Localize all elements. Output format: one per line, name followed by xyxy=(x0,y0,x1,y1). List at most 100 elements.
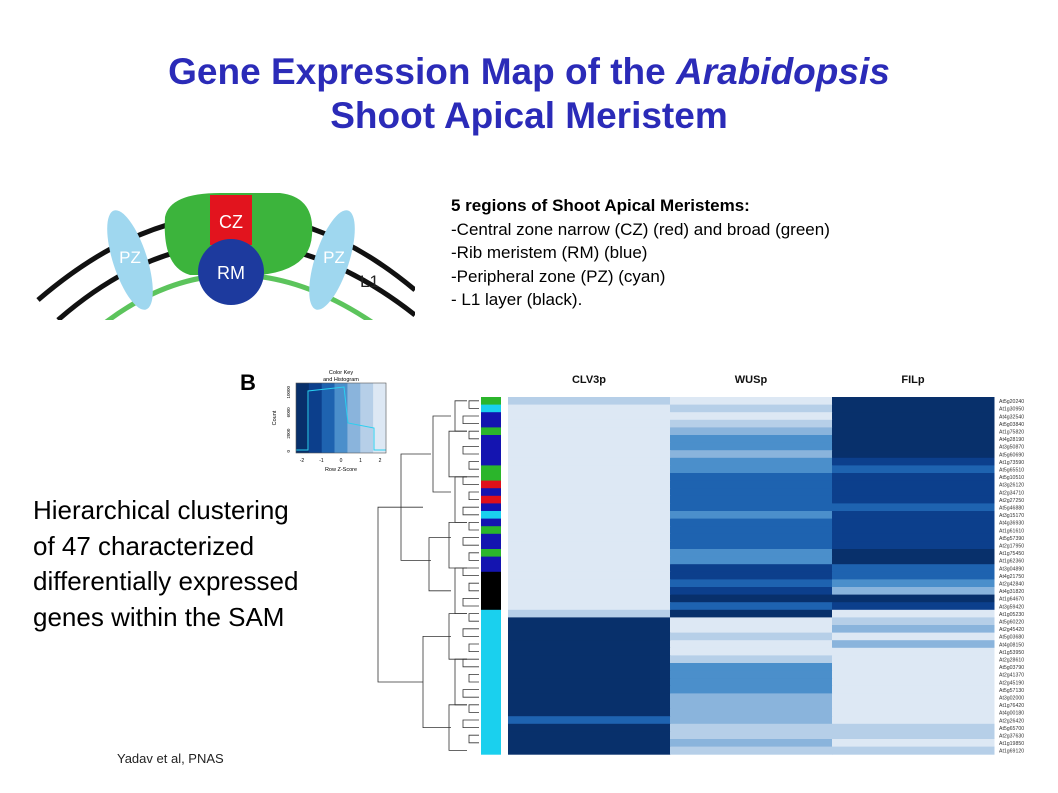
row-side-color xyxy=(481,526,501,535)
dendrogram-branch xyxy=(468,461,479,470)
row-dendrogram xyxy=(377,400,479,751)
heatmap-cell xyxy=(670,473,833,482)
dendrogram-branch xyxy=(462,628,479,637)
heatmap-cell xyxy=(832,549,995,558)
heatmap-cell xyxy=(670,571,833,580)
row-side-color xyxy=(481,511,501,520)
heatmap-cell xyxy=(670,617,833,626)
heatmap-cell xyxy=(670,503,833,512)
row-side-color xyxy=(481,435,501,444)
dendrogram-branch xyxy=(454,658,467,706)
heatmap-cell xyxy=(508,397,671,406)
heatmap-cell xyxy=(508,427,671,436)
gene-label: At3g04890 xyxy=(999,566,1024,572)
dendrogram-branch xyxy=(462,537,479,546)
clustering-line-4: genes within the SAM xyxy=(33,601,285,632)
dendrogram-branch xyxy=(468,734,479,744)
heatmap-cell xyxy=(832,685,995,694)
heatmap-cell xyxy=(508,465,671,474)
heatmap-cell xyxy=(508,442,671,451)
heatmap-cell xyxy=(670,739,833,748)
heatmap-cell xyxy=(508,526,671,535)
color-key-swatch xyxy=(347,383,361,453)
heatmap-cell xyxy=(670,647,833,656)
heatmap-cell xyxy=(508,564,671,573)
row-side-color xyxy=(481,647,501,656)
heatmap-cell xyxy=(832,397,995,406)
gene-label: At2g37630 xyxy=(999,734,1024,740)
row-side-color xyxy=(481,602,501,611)
gene-label: At5g65700 xyxy=(999,726,1024,732)
row-side-color xyxy=(481,731,501,740)
heatmap-cell xyxy=(670,404,833,413)
row-side-color xyxy=(481,640,501,649)
column-header: WUSp xyxy=(735,374,768,386)
region-item-l1: - L1 layer (black). xyxy=(451,290,583,309)
color-key-frame xyxy=(295,382,387,454)
heatmap-cell xyxy=(832,533,995,542)
row-side-color xyxy=(481,678,501,687)
row-side-color xyxy=(481,723,501,732)
dendrogram-branch xyxy=(462,598,479,607)
heatmap-cell xyxy=(832,723,995,732)
row-side-color xyxy=(481,670,501,679)
label-pz-right: PZ xyxy=(323,248,345,267)
heatmap-cell xyxy=(508,640,671,649)
heatmap-cell xyxy=(832,457,995,466)
heatmap-cell xyxy=(670,678,833,687)
clustering-description: Hierarchical clustering of 47 characteri… xyxy=(33,493,363,635)
heatmap-cell xyxy=(670,701,833,710)
heatmap-cell xyxy=(832,541,995,550)
heatmap-cell xyxy=(832,419,995,428)
heatmap-cell xyxy=(832,480,995,489)
heatmap-cell xyxy=(832,587,995,596)
heatmap-cell xyxy=(670,419,833,428)
heatmap-cell xyxy=(670,450,833,459)
heatmap-cell xyxy=(508,587,671,596)
sam-schematic: CZ RM PZ PZ L1 xyxy=(30,175,415,320)
heatmap-cell xyxy=(832,693,995,702)
gene-label: At4g36930 xyxy=(999,521,1024,527)
heatmap-cell xyxy=(508,404,671,413)
clustering-line-3: differentially expressed xyxy=(33,566,299,596)
heatmap-cell xyxy=(508,473,671,482)
gene-label: At4g21750 xyxy=(999,574,1024,580)
region-item-central: -Central zone narrow (CZ) (red) and broa… xyxy=(451,219,830,239)
gene-label: At3g15170 xyxy=(999,513,1024,519)
heatmap-cell xyxy=(670,670,833,679)
gene-label: At5g46880 xyxy=(999,506,1024,512)
color-key-xtick: 2 xyxy=(379,458,382,464)
gene-label: At5g57130 xyxy=(999,688,1024,694)
page-title: Gene Expression Map of the Arabidopsis S… xyxy=(0,50,1058,138)
color-key-swatch xyxy=(296,383,310,453)
heatmap-cell xyxy=(508,541,671,550)
heatmap-cell xyxy=(670,564,833,573)
heatmap-cell xyxy=(670,397,833,406)
gene-label: At1g73590 xyxy=(999,460,1024,466)
heatmap-cell xyxy=(832,716,995,725)
row-side-color xyxy=(481,412,501,421)
heatmap-cell xyxy=(670,723,833,732)
row-side-color xyxy=(481,465,501,474)
heatmap-cell xyxy=(670,708,833,717)
row-side-color xyxy=(481,556,501,565)
dendrogram-branch xyxy=(428,537,451,592)
row-side-color xyxy=(481,473,501,482)
region-item-rib: -Rib meristem (RM) (blue) xyxy=(451,243,648,262)
row-side-color xyxy=(481,480,501,489)
color-key-swatch xyxy=(321,383,335,453)
heatmap-cell xyxy=(508,663,671,672)
heatmap-cell xyxy=(832,647,995,656)
gene-label: At4g32540 xyxy=(999,414,1024,420)
heatmap-cells xyxy=(508,397,995,755)
heatmap-cell xyxy=(832,739,995,748)
dendrogram-branch xyxy=(432,415,451,493)
heatmap-cell xyxy=(508,495,671,504)
heatmap-cell xyxy=(508,503,671,512)
dendrogram-branch xyxy=(468,643,479,652)
dendrogram-branch xyxy=(377,506,423,683)
gene-label: At1g75820 xyxy=(999,430,1024,436)
title-italic-word: Arabidopsis xyxy=(676,51,890,92)
